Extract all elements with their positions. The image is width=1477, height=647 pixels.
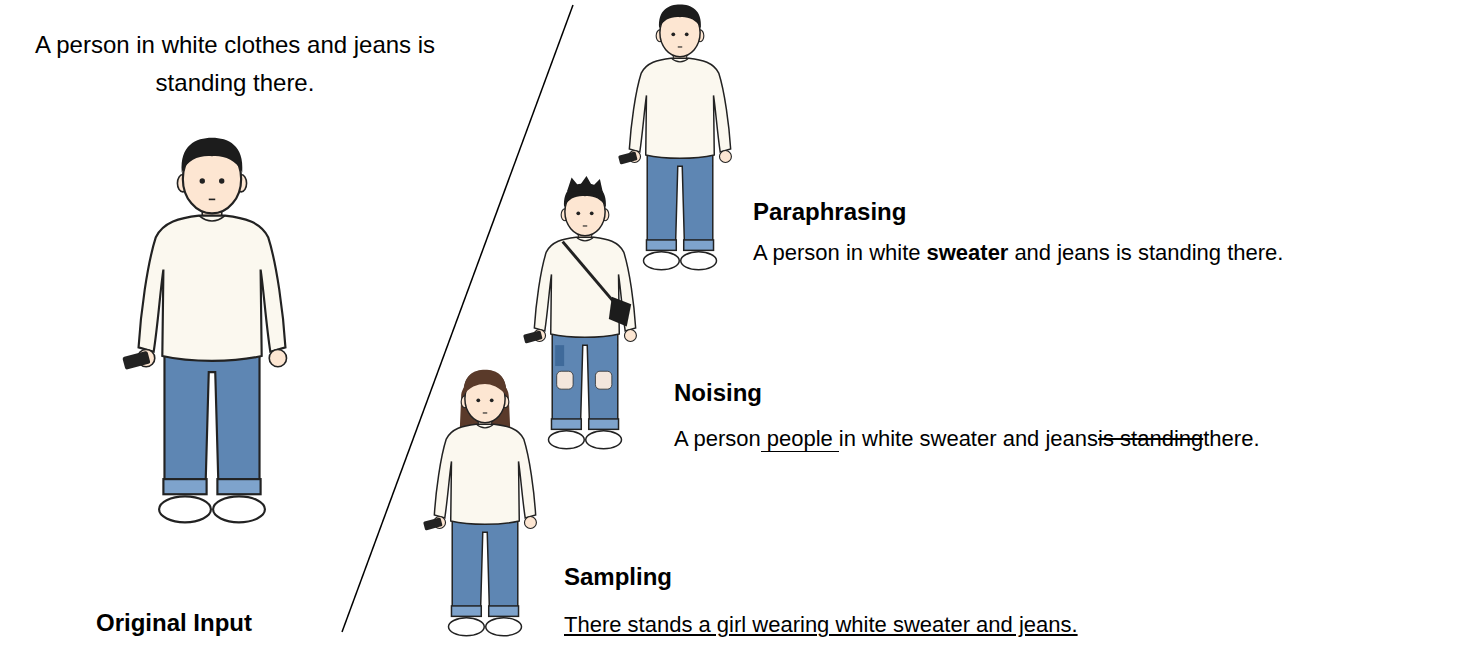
label-text: Original Input xyxy=(96,607,252,638)
method-heading: Noising xyxy=(674,377,762,408)
example-sentence: A person in whitesweaterand jeans is sta… xyxy=(753,238,1283,267)
example-sentence: A personpeoplein white sweater and jeans… xyxy=(674,424,1260,453)
method-heading: Paraphrasing xyxy=(753,196,906,227)
noised-person xyxy=(523,176,636,449)
label-text: sweater xyxy=(926,238,1008,267)
section-heading: Original Input xyxy=(96,607,252,638)
label-text: Sampling xyxy=(564,561,672,592)
sampled-girl xyxy=(423,370,536,636)
label-text: Paraphrasing xyxy=(753,196,906,227)
label-text: in white sweater and jeans xyxy=(839,424,1098,453)
label-text: Noising xyxy=(674,377,762,408)
label-text: there. xyxy=(1203,424,1259,453)
example-sentence: There stands a girl wearing white sweate… xyxy=(564,610,1078,639)
label-text: is standing xyxy=(1098,424,1203,453)
label-text: A person xyxy=(674,424,761,453)
input-sentence: A person in white clothes and jeans is s… xyxy=(0,26,470,102)
original-person xyxy=(122,138,286,522)
label-text: A person in white xyxy=(753,238,921,267)
label-text: There stands a girl wearing white sweate… xyxy=(564,610,1078,639)
label-text: people xyxy=(761,426,839,452)
paraphrased-person xyxy=(618,5,731,270)
label-text: A person in white clothes and jeans is s… xyxy=(0,26,470,102)
method-heading: Sampling xyxy=(564,561,672,592)
label-text: and jeans is standing there. xyxy=(1014,238,1283,267)
